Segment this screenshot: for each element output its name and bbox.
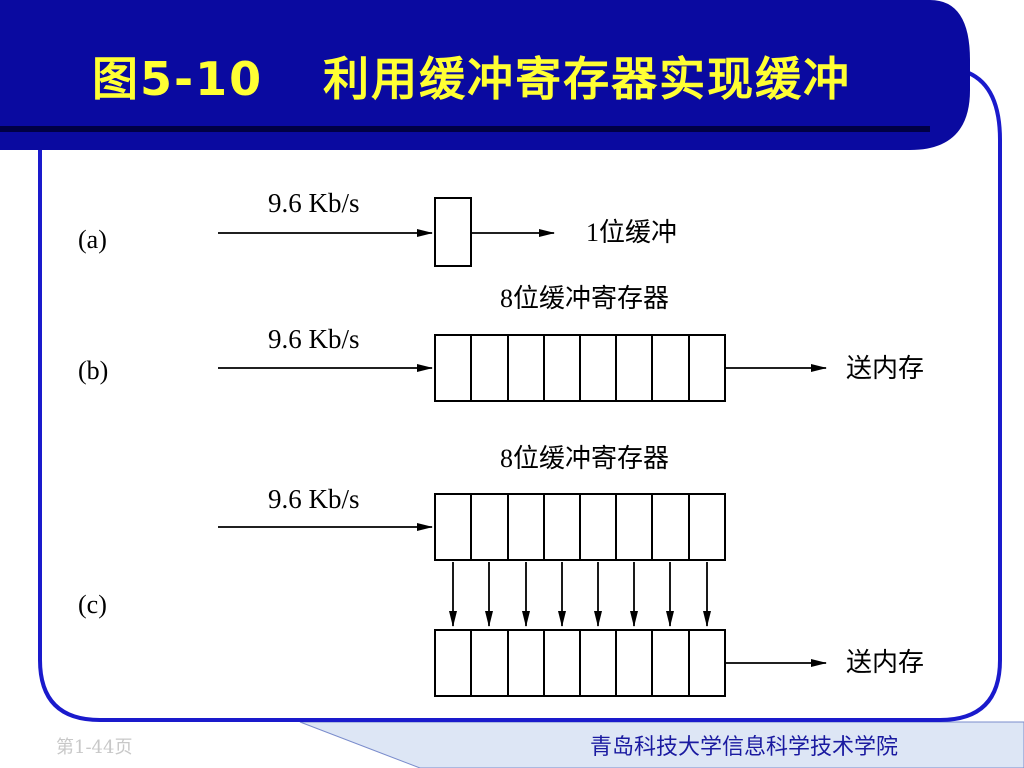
row-b-rate: 9.6 Kb/s bbox=[268, 324, 360, 354]
institution-name: 青岛科技大学信息科学技术学院 bbox=[590, 735, 899, 760]
row-c-label: (c) bbox=[78, 590, 107, 619]
page-number: 第1-44页 bbox=[56, 737, 133, 758]
row-b-label: (b) bbox=[78, 356, 109, 385]
title-underline bbox=[0, 126, 930, 132]
content-border bbox=[38, 68, 1002, 722]
row-c-rate: 9.6 Kb/s bbox=[268, 484, 360, 514]
figure-number: 图5-10 bbox=[92, 52, 264, 106]
parallel-transfer-arrows bbox=[449, 562, 711, 627]
row-a-output: 1位缓冲 bbox=[586, 218, 678, 247]
register-c-upper bbox=[434, 493, 726, 561]
row-c-output: 送内存 bbox=[846, 648, 925, 677]
row-a-label: (a) bbox=[78, 225, 107, 254]
row-b-register-label: 8位缓冲寄存器 bbox=[500, 284, 670, 313]
register-b bbox=[434, 334, 726, 402]
row-c-register-label: 8位缓冲寄存器 bbox=[500, 444, 670, 473]
row-a-rate: 9.6 Kb/s bbox=[268, 188, 360, 218]
page-title: 图5-10 利用缓冲寄存器实现缓冲 bbox=[92, 44, 851, 114]
register-c-lower bbox=[434, 629, 726, 697]
title-bar bbox=[0, 0, 970, 150]
one-bit-buffer bbox=[434, 197, 472, 267]
row-b-output: 送内存 bbox=[846, 354, 925, 383]
title-text: 利用缓冲寄存器实现缓冲 bbox=[323, 52, 852, 106]
